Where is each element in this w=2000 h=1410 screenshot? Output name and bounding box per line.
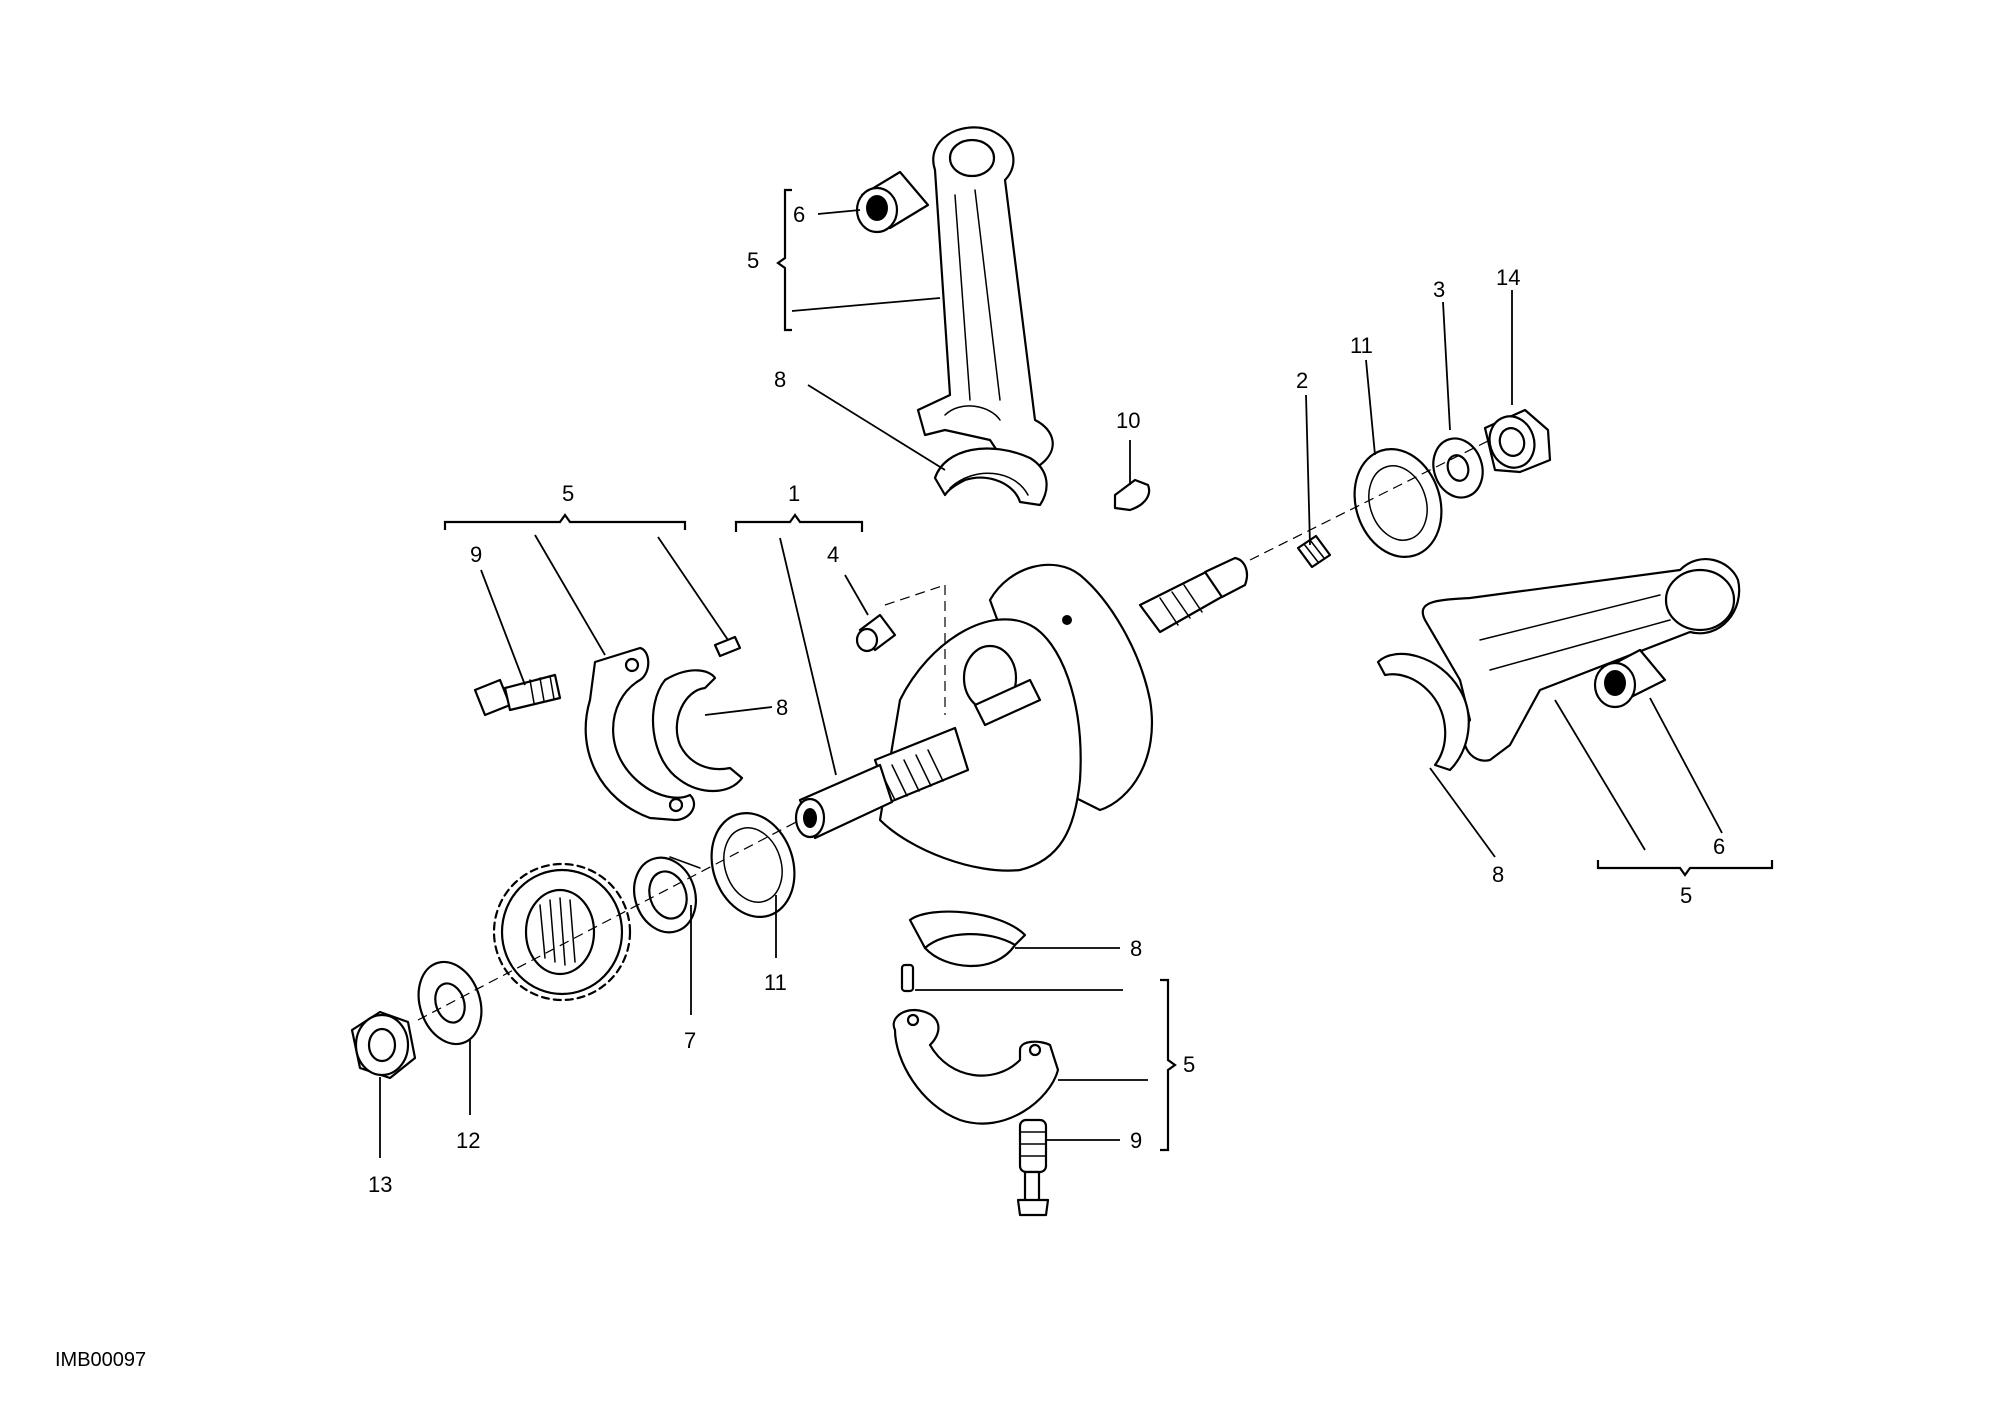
assembly-axis-lines	[417, 439, 1491, 1021]
small-end-bushing-top	[855, 170, 930, 234]
rod-cap-bottom	[892, 1008, 1060, 1125]
connecting-rod-right	[1421, 558, 1741, 762]
leader-lines	[379, 209, 1723, 1158]
callout-4: 4	[827, 542, 839, 567]
callout-labels: 6 5 8 10 2 11 3 14 5 1 4 9 8 11 7 12 13 …	[368, 202, 1725, 1197]
rod-cap-left	[584, 646, 696, 822]
callout-10: 10	[1116, 408, 1140, 433]
callout-5-right: 5	[1680, 883, 1692, 908]
callout-12: 12	[456, 1128, 480, 1153]
callout-11-bottom: 11	[764, 970, 787, 995]
cap-bolt-left	[473, 673, 562, 717]
bearing-shell-right	[1376, 652, 1470, 772]
plug-2	[1296, 534, 1332, 569]
callout-2: 2	[1296, 368, 1308, 393]
nut-13	[350, 1010, 417, 1080]
callout-8-bottom: 8	[1130, 936, 1142, 961]
plug-4	[855, 613, 897, 653]
timing-gear	[492, 862, 632, 1002]
callout-11-top: 11	[1350, 333, 1373, 358]
bearing-shell-bottom	[908, 910, 1027, 968]
shim-11-right	[1353, 448, 1443, 558]
callout-5-top: 5	[747, 248, 759, 273]
woodruff-key	[1113, 478, 1151, 512]
nut-14	[1483, 408, 1552, 474]
callout-6-right: 6	[1713, 834, 1725, 859]
callout-6-top: 6	[793, 202, 805, 227]
bearing-shell-top	[933, 447, 1048, 507]
callout-3: 3	[1433, 277, 1445, 302]
callout-5-bottom: 5	[1183, 1052, 1195, 1077]
callout-9-bottom: 9	[1130, 1128, 1142, 1153]
callout-8-left: 8	[776, 695, 788, 720]
dowel-pin-bottom	[900, 963, 915, 993]
callout-8-right: 8	[1492, 862, 1504, 887]
callout-1: 1	[788, 481, 800, 506]
group-braces	[443, 188, 1774, 1152]
shim-11-left	[710, 812, 796, 918]
callout-9-left: 9	[470, 542, 482, 567]
callout-8-top: 8	[774, 367, 786, 392]
callout-13: 13	[368, 1172, 392, 1197]
bearing-shell-left	[651, 669, 744, 793]
washer-3	[1432, 437, 1484, 499]
crankshaft	[794, 556, 1249, 872]
small-end-bushing-right	[1593, 648, 1667, 709]
callout-5-left: 5	[562, 481, 574, 506]
spacer-7	[633, 856, 701, 934]
callout-7: 7	[684, 1028, 696, 1053]
cap-bolt-bottom	[1016, 1118, 1050, 1217]
drawing-code: IMB00097	[55, 1349, 146, 1371]
callout-14: 14	[1496, 265, 1520, 290]
